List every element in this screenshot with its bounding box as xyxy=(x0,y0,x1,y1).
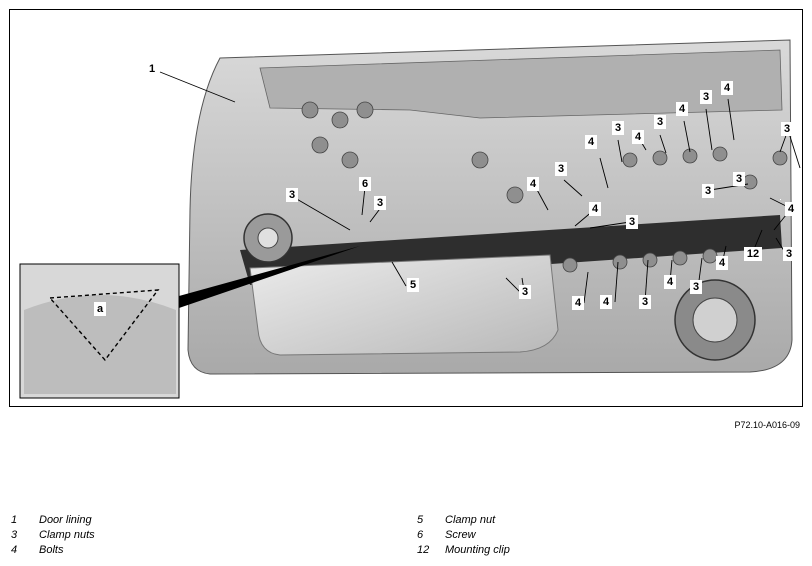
speaker-cone xyxy=(692,297,738,343)
callout-label: 3 xyxy=(629,216,635,228)
legend-label: Bolts xyxy=(39,544,64,556)
callout-4: 4 xyxy=(780,199,781,200)
callout-label: 3 xyxy=(289,189,295,201)
callout-3: 3 xyxy=(700,90,712,104)
callout-5: 5 xyxy=(407,278,419,292)
legend-number: 6 xyxy=(417,529,424,541)
callout-3: 3 xyxy=(781,122,793,136)
callout-3: 3 xyxy=(639,295,651,309)
legend-number: 1 xyxy=(11,514,18,526)
callout-label: 3 xyxy=(642,296,648,308)
callout-5-label: 5 xyxy=(410,279,416,291)
callout-3: 3 xyxy=(702,184,714,198)
callout-3: 3 xyxy=(783,247,795,261)
callout-label: 4 xyxy=(679,103,686,115)
callout-3: 3 xyxy=(555,162,567,176)
callout-label: 3 xyxy=(657,116,663,128)
legend-left: 1 Door lining 3 Clamp nuts 4 Bolts xyxy=(11,513,95,558)
legend-number: 3 xyxy=(11,529,18,541)
callout-label: 4 xyxy=(635,131,642,143)
door-pocket xyxy=(249,254,559,356)
callout-3: 3 xyxy=(626,215,638,229)
figure-reference-code: P72.10-A016-09 xyxy=(734,420,800,430)
callout-label: 4 xyxy=(724,82,731,94)
callout-1: 1 xyxy=(146,61,158,75)
callout-label: 3 xyxy=(615,122,621,134)
detail-inset-surface xyxy=(24,295,176,394)
callout-3: 3 xyxy=(654,115,666,129)
callout-label: 3 xyxy=(558,163,564,175)
legend-label: Clamp nuts xyxy=(39,529,95,541)
callout-label: 3 xyxy=(522,286,528,298)
callout-label: 4 xyxy=(603,296,610,308)
callout-label: 3 xyxy=(377,197,383,209)
legend-number: 4 xyxy=(11,544,18,556)
callout-4: 4 xyxy=(527,177,539,191)
legend-row: 4 Bolts xyxy=(11,543,95,558)
callout-6-label: 6 xyxy=(362,178,368,190)
callout-label: 3 xyxy=(703,91,709,103)
callout-label: 3 xyxy=(736,173,742,185)
tweeter-center xyxy=(257,227,279,249)
legend-number: 12 xyxy=(417,544,430,556)
callout-label: 3 xyxy=(784,123,790,135)
callout-4: 4 xyxy=(632,130,644,144)
callout-label: 3 xyxy=(786,248,792,260)
callout-12-label: 12 xyxy=(747,248,759,260)
callout-6: 6 xyxy=(359,177,371,191)
callout-label: 4 xyxy=(788,203,795,215)
legend-row: 5 Clamp nut xyxy=(417,513,510,528)
legend-label: Door lining xyxy=(39,514,92,526)
callout-4: 4 xyxy=(585,135,597,149)
callout-4: 4 xyxy=(600,295,612,309)
window-strip xyxy=(259,49,783,119)
callout-4: 4 xyxy=(676,102,688,116)
callout-label: 4 xyxy=(719,257,726,269)
callout-3: 3 xyxy=(519,285,531,299)
callout-3: 3 xyxy=(733,172,745,186)
detail-pointer xyxy=(179,246,360,308)
detail-label-text: a xyxy=(97,303,104,315)
legend-row: 12 Mounting clip xyxy=(417,543,510,558)
callout-4: 4 xyxy=(785,202,797,216)
door-diagram: 1 3 3 3 3 3 3 3 3 3 3 3 3 3 3 4 4 4 4 4 … xyxy=(19,39,801,399)
legend-row: 6 Screw xyxy=(417,528,510,543)
callout-1-label: 1 xyxy=(149,63,155,75)
callout-3: 3 xyxy=(286,188,298,202)
callout-3: 3 xyxy=(374,196,386,210)
legend-row: 1 Door lining xyxy=(11,513,95,528)
legend-right: 5 Clamp nut 6 Screw 12 Mounting clip xyxy=(417,513,510,558)
callout-label: 4 xyxy=(588,136,595,148)
callout-3: 3 xyxy=(612,121,624,135)
callout-label: 3 xyxy=(705,185,711,197)
callout-4: 4 xyxy=(572,296,584,310)
callout-3: 3 xyxy=(690,280,702,294)
callout-4: 4 xyxy=(589,202,601,216)
figure-frame: 1 3 3 3 3 3 3 3 3 3 3 3 3 3 3 4 4 4 4 4 … xyxy=(9,9,803,407)
legend-label: Mounting clip xyxy=(445,544,510,556)
legend-label: Clamp nut xyxy=(445,514,496,526)
callout-4: 4 xyxy=(664,275,676,289)
callout-4: 4 xyxy=(721,81,733,95)
callout-label: 4 xyxy=(667,276,674,288)
callout-label: 4 xyxy=(592,203,599,215)
clamp-nuts xyxy=(301,101,788,273)
callout-label: 4 xyxy=(530,178,537,190)
callout-12: 12 xyxy=(744,247,762,261)
legend-number: 5 xyxy=(417,514,424,526)
callout-4: 4 xyxy=(716,256,728,270)
callout-label: 3 xyxy=(693,281,699,293)
callout-label: 4 xyxy=(575,297,582,309)
detail-label-a: a xyxy=(94,302,106,316)
legend-row: 3 Clamp nuts xyxy=(11,528,95,543)
legend-label: Screw xyxy=(445,529,476,541)
